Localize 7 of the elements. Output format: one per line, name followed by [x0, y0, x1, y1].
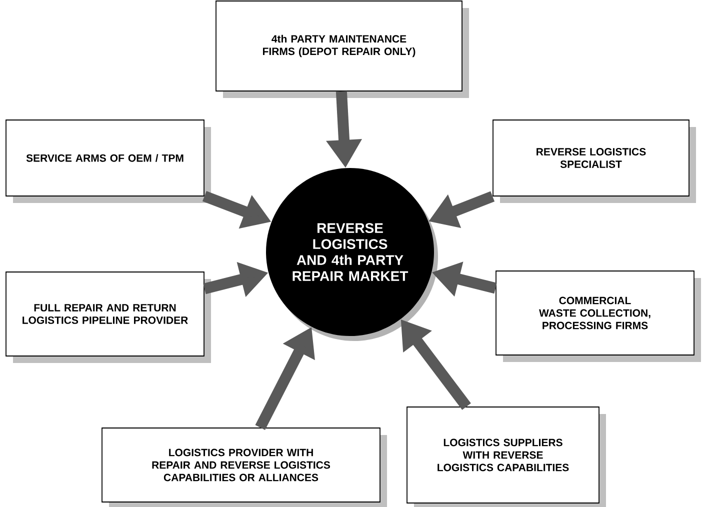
- text-box: LOGISTICS SUPPLIERS WITH REVERSE LOGISTICS CAPABILITIES: [406, 406, 606, 507]
- text-box: LOGISTICS PROVIDER WITH REPAIR AND REVERSE LOGISTICS CAPABILITIES OR ALLIANCES: [102, 428, 387, 507]
- text-box: REVERSE LOGISTICS SPECIALIST: [492, 120, 696, 203]
- text-box: FULL REPAIR AND RETURN LOGISTICS PIPELINE PROVIDER: [6, 272, 211, 363]
- text-box: SERVICE ARMS OF OEM / TPM: [6, 120, 211, 203]
- text-box: 4th PARTY MAINTENANCE FIRMS (DEPOT REPAIR ONLY): [216, 0, 469, 98]
- text-box: COMMERCIAL WASTE COLLECTION, PROCESSING FIRMS: [496, 270, 701, 362]
